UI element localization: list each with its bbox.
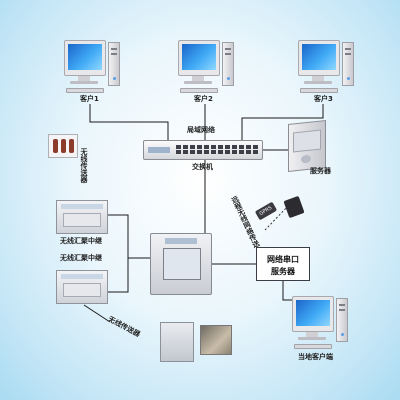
- collector2-link: [108, 258, 129, 293]
- monitor: [178, 40, 220, 76]
- keyboard: [294, 344, 332, 349]
- terminal-screen: [163, 248, 201, 280]
- client3-label: 客户3: [314, 95, 333, 103]
- client3-computer[interactable]: [296, 40, 354, 110]
- monitor: [292, 296, 334, 332]
- keyboard: [180, 88, 218, 93]
- client1-label: 客户1: [80, 95, 99, 103]
- local-client-computer[interactable]: [290, 296, 348, 366]
- pc-tower: [222, 42, 234, 86]
- net-serial-line2: 服务器: [271, 267, 295, 276]
- pc-tower: [336, 298, 348, 342]
- pc-tower: [342, 42, 354, 86]
- keyboard: [300, 88, 338, 93]
- central-terminal[interactable]: [150, 233, 212, 295]
- collector1-label: 无线汇聚中继: [60, 237, 102, 245]
- collector2-label: 无线汇聚中继: [60, 254, 102, 262]
- switchgear-cabinet[interactable]: [48, 134, 78, 158]
- server-unit[interactable]: [288, 120, 326, 172]
- pc-tower: [108, 42, 120, 86]
- network-serial-server-box[interactable]: 网络串口 服务器: [256, 247, 310, 281]
- net-serial-line1: 网络串口: [267, 255, 299, 264]
- monitor: [64, 40, 106, 76]
- local-client-label: 当地客户端: [298, 353, 333, 361]
- lan-label: 局域网络: [187, 126, 215, 134]
- field-site-photo: [200, 325, 232, 355]
- collector2-device[interactable]: [56, 270, 108, 304]
- collector1-link: [108, 214, 150, 259]
- client2-label: 客户2: [194, 95, 213, 103]
- keyboard: [66, 88, 104, 93]
- monitor: [298, 40, 340, 76]
- client3-link: [241, 104, 324, 140]
- client2-computer[interactable]: [176, 40, 234, 110]
- switch-ports: [176, 145, 258, 154]
- server-label: 服务器: [310, 167, 331, 175]
- network-switch[interactable]: [143, 140, 263, 160]
- switch-label: 交换机: [192, 163, 213, 171]
- field-cabinet[interactable]: [160, 322, 194, 362]
- wireless-transmitter-label: 无线传送器: [80, 148, 88, 183]
- collector-field-link: [83, 304, 111, 323]
- client1-computer[interactable]: [62, 40, 120, 110]
- client1-link: [89, 104, 169, 140]
- collector1-device[interactable]: [56, 200, 108, 234]
